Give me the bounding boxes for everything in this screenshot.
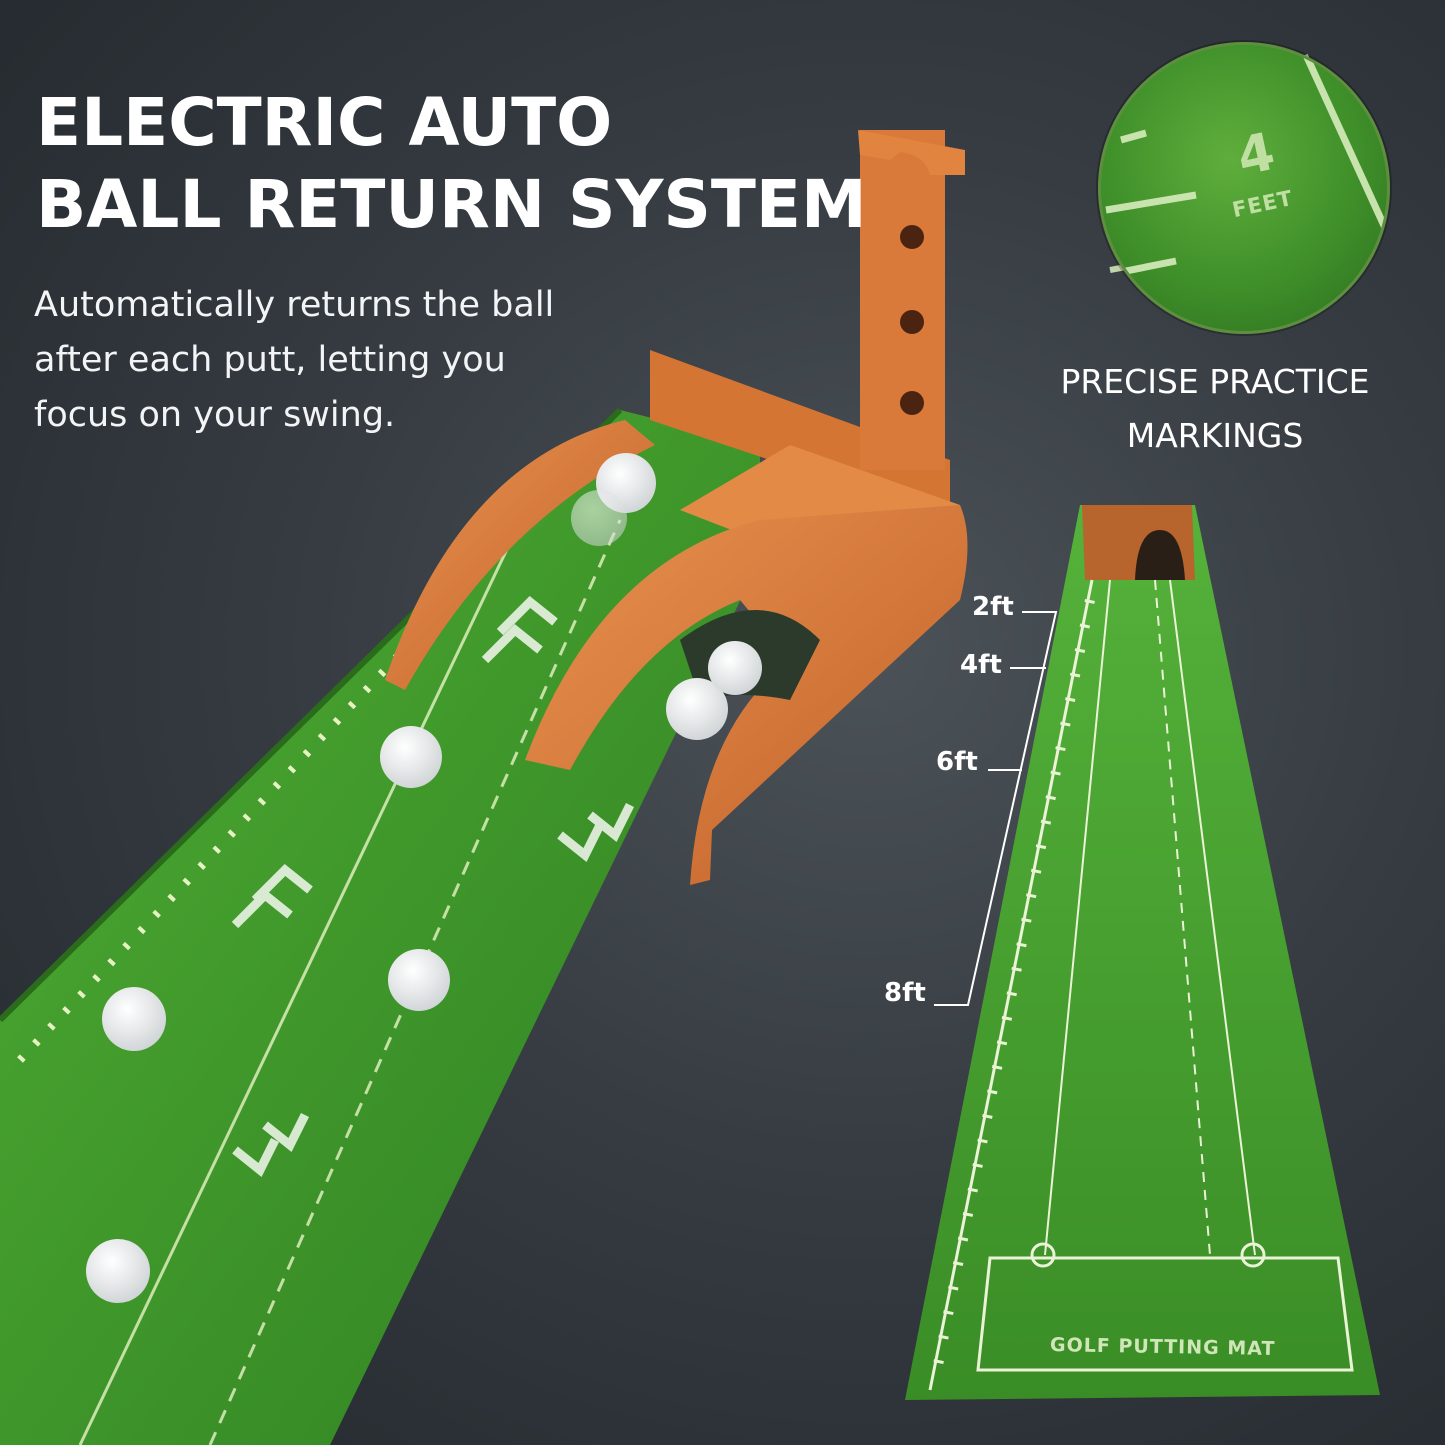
distance-label-2ft: 2ft — [972, 592, 1014, 622]
headline: ELECTRIC AUTO BALL RETURN SYSTEM — [36, 82, 867, 246]
description-line-2: after each putt, letting you — [34, 340, 506, 380]
zoom-caption-line-2: MARKINGS — [1126, 416, 1304, 455]
distance-bracket — [934, 611, 1058, 1006]
headline-line-2: BALL RETURN SYSTEM — [36, 166, 867, 243]
headline-line-1: ELECTRIC AUTO — [36, 84, 613, 161]
full-length-putting-mat — [905, 505, 1380, 1400]
golf-balls — [86, 453, 762, 1303]
distance-label-6ft: 6ft — [936, 747, 978, 777]
zoom-inset-circle — [1098, 42, 1390, 334]
description-line-1: Automatically returns the ball — [34, 285, 555, 325]
description-line-3: focus on your swing. — [34, 395, 396, 435]
mat-print-text: GOLF PUTTING MAT — [1049, 1334, 1276, 1360]
wooden-ball-return — [385, 130, 968, 885]
distance-label-4ft: 4ft — [960, 650, 1002, 680]
description: Automatically returns the ball after eac… — [34, 278, 634, 443]
zoom-caption-line-1: PRECISE PRACTICE — [1060, 362, 1370, 401]
zoom-caption: PRECISE PRACTICE MARKINGS — [1030, 355, 1400, 463]
distance-label-8ft: 8ft — [884, 978, 926, 1008]
